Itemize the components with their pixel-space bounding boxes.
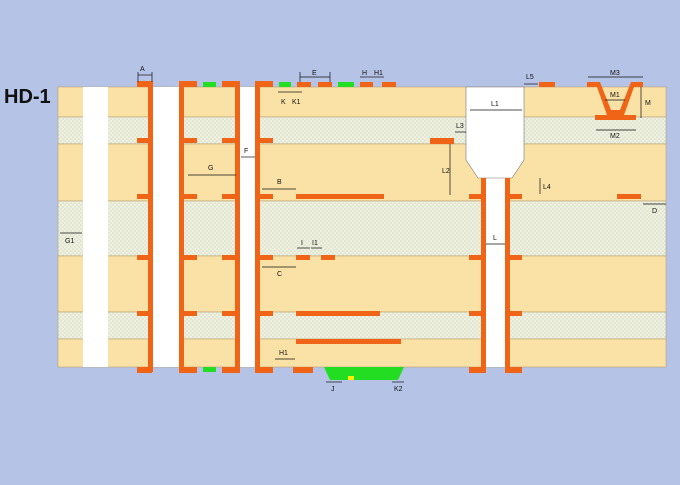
via1-inner-pad bbox=[137, 194, 148, 199]
via3-top-pad bbox=[222, 81, 240, 87]
via5-wall-right bbox=[505, 178, 510, 372]
npth-hole bbox=[83, 87, 108, 367]
label-l2: L2 bbox=[442, 168, 450, 175]
microvia-m bbox=[587, 82, 643, 120]
via3-wall bbox=[235, 81, 240, 372]
via3-bottom-pad bbox=[222, 367, 240, 373]
via4-inner-pad bbox=[260, 194, 273, 199]
label-c: C bbox=[277, 271, 282, 278]
via5-inner-pad bbox=[469, 311, 481, 316]
via4-inner-pad bbox=[260, 255, 273, 260]
top-pad bbox=[297, 82, 311, 87]
via3-inner-pad bbox=[222, 138, 235, 143]
inner-trace bbox=[296, 339, 401, 344]
top-pad bbox=[382, 82, 396, 87]
top-pad bbox=[360, 82, 373, 87]
via5-inner-pad bbox=[469, 255, 481, 260]
label-h1: H1 bbox=[374, 70, 383, 77]
via4-inner-pad bbox=[260, 311, 273, 316]
via3-inner-pad bbox=[222, 194, 235, 199]
label-h1-bottom: H1 bbox=[279, 350, 288, 357]
via1-wall bbox=[148, 81, 153, 372]
label-k1: K1 bbox=[292, 99, 301, 106]
via4-bottom-pad bbox=[255, 367, 273, 373]
via4-inner-pad bbox=[260, 138, 273, 143]
label-a: A bbox=[140, 66, 145, 73]
pth-hole-3 bbox=[486, 178, 505, 367]
label-e: E bbox=[312, 70, 317, 77]
label-i1: I1 bbox=[312, 240, 318, 247]
via5-inner-pad bbox=[510, 311, 522, 316]
via3-inner-pad bbox=[222, 255, 235, 260]
via5-inner-pad bbox=[510, 255, 522, 260]
via2-top-pad bbox=[179, 81, 197, 87]
label-i: I bbox=[301, 240, 303, 247]
green-pad bbox=[279, 82, 291, 87]
label-m1: M1 bbox=[610, 92, 620, 99]
via5-bottom-pad bbox=[469, 367, 486, 373]
green-pad bbox=[203, 367, 216, 372]
via3-inner-pad bbox=[222, 311, 235, 316]
highlight-pads bbox=[203, 82, 404, 380]
label-l3: L3 bbox=[456, 123, 464, 130]
inner-trace-l3 bbox=[430, 138, 454, 144]
via2-inner-pad bbox=[184, 311, 197, 316]
via1-top-pad bbox=[137, 81, 152, 87]
bottom-pad-h1 bbox=[293, 367, 313, 373]
inner-trace-i bbox=[296, 255, 310, 260]
via2-inner-pad bbox=[184, 138, 197, 143]
label-j: J bbox=[331, 386, 335, 393]
diagram-title: HD-1 bbox=[4, 86, 51, 108]
via5-bottom-pad bbox=[505, 367, 522, 373]
label-k2: K2 bbox=[394, 386, 403, 393]
via4-wall bbox=[255, 81, 260, 372]
via2-wall bbox=[179, 81, 184, 372]
via2-inner-pad bbox=[184, 255, 197, 260]
label-l5: L5 bbox=[526, 74, 534, 81]
top-pad-l5 bbox=[539, 82, 555, 87]
label-d: D bbox=[652, 208, 657, 215]
label-g1: G1 bbox=[65, 238, 74, 245]
label-l4: L4 bbox=[543, 184, 551, 191]
inner-trace bbox=[296, 311, 380, 316]
label-g: G bbox=[208, 165, 213, 172]
via5-inner-pad bbox=[469, 194, 481, 199]
pth-hole-1 bbox=[152, 87, 182, 367]
green-pad bbox=[203, 82, 216, 87]
via1-inner-pad bbox=[137, 255, 148, 260]
via5-wall-left bbox=[481, 178, 486, 372]
yellow-marker bbox=[348, 376, 354, 380]
top-pad bbox=[318, 82, 332, 87]
inner-trace-d bbox=[617, 194, 641, 199]
via1-bottom-pad bbox=[137, 367, 152, 373]
via4-top-pad bbox=[255, 81, 273, 87]
label-m: M bbox=[645, 100, 651, 107]
green-solder-mask bbox=[324, 367, 404, 380]
drilled-holes bbox=[83, 86, 525, 367]
dimension-labels: A E H H1 K K1 G F B C I I1 G1 L L1 L3 L2… bbox=[65, 66, 657, 393]
label-m2: M2 bbox=[610, 133, 620, 140]
label-f: F bbox=[244, 148, 248, 155]
via1-inner-pad bbox=[137, 311, 148, 316]
via2-inner-pad bbox=[184, 194, 197, 199]
label-b: B bbox=[277, 179, 282, 186]
inner-trace-i1 bbox=[321, 255, 335, 260]
via2-bottom-pad bbox=[179, 367, 197, 373]
dimension-lines bbox=[60, 72, 666, 383]
green-pad bbox=[338, 82, 354, 87]
via5-inner-pad bbox=[510, 194, 522, 199]
via1-inner-pad bbox=[137, 138, 148, 143]
label-k: K bbox=[281, 99, 286, 106]
label-l1: L1 bbox=[491, 101, 499, 108]
inner-trace-b bbox=[296, 194, 384, 199]
label-m3: M3 bbox=[610, 70, 620, 77]
label-l: L bbox=[493, 235, 497, 242]
label-h: H bbox=[362, 70, 367, 77]
